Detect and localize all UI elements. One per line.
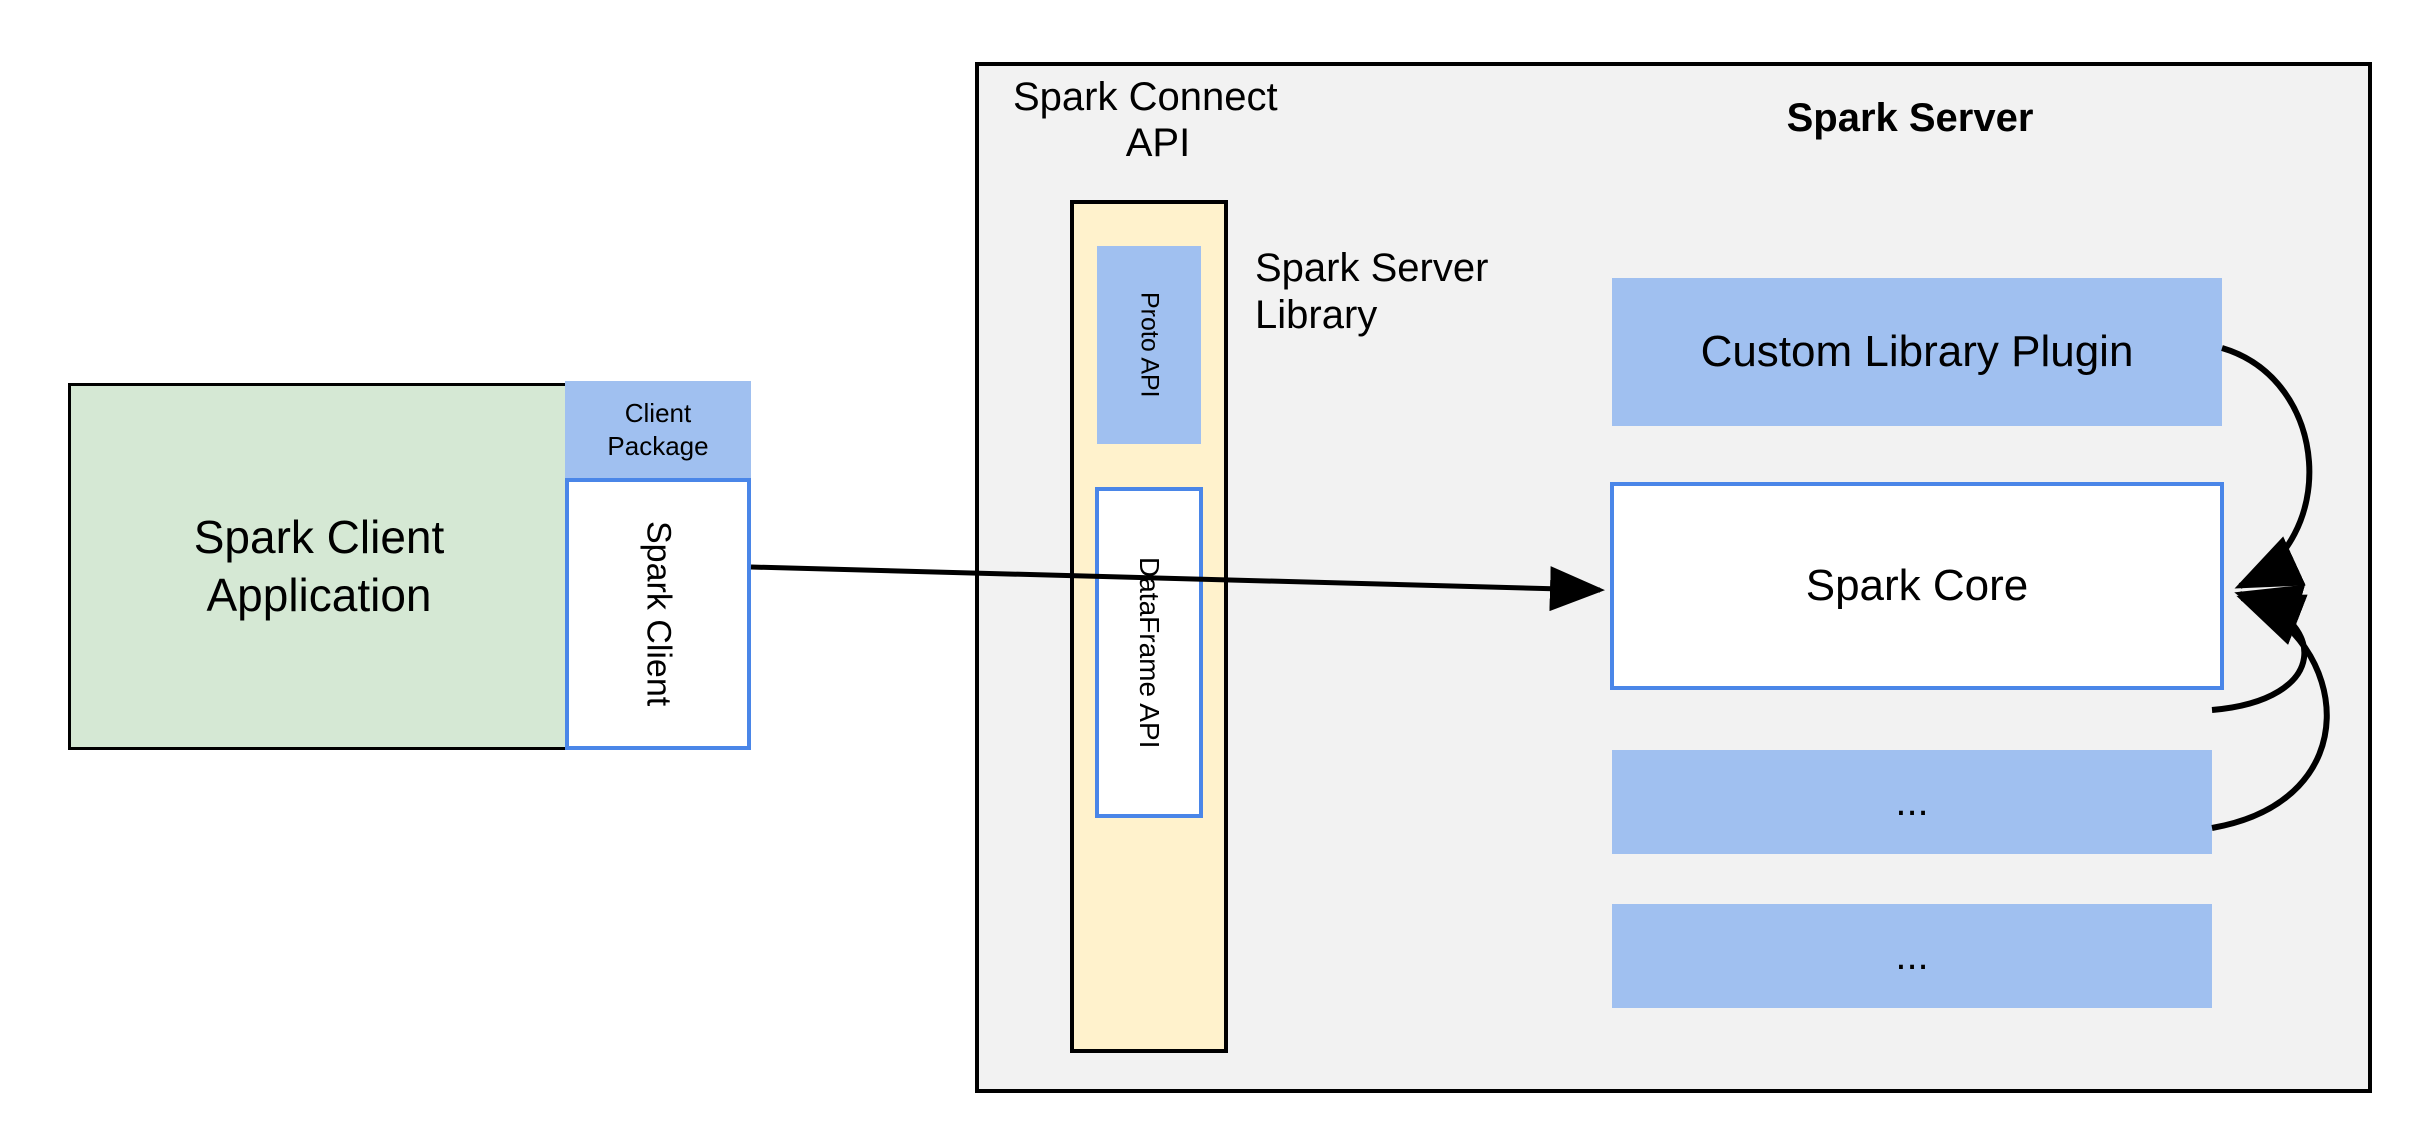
spark-server-title: Spark Server <box>1786 95 2034 140</box>
ellipsis-box-2-label: ... <box>1895 933 1929 978</box>
client-package-label: Client Package <box>607 397 708 462</box>
spark-connect-api-label-line1: Spark Connect <box>1013 75 1278 119</box>
spark-client-application-line1: Spark Client <box>193 511 445 563</box>
spark-client-application-line2: Application <box>206 568 432 621</box>
ellipsis-box-2: ... <box>1612 904 2212 1008</box>
spark-connect-api-label: Spark Connect API <box>1013 68 1303 165</box>
spark-server-library-label-line1: Spark Server <box>1255 246 1489 290</box>
proto-api-box: Proto API <box>1097 246 1201 444</box>
client-package-line1: Client <box>624 398 692 428</box>
dataframe-api-label: DataFrame API <box>1134 556 1165 749</box>
spark-client-box: Spark Client <box>565 478 751 750</box>
custom-library-plugin-label: Custom Library Plugin <box>1700 327 2134 376</box>
client-package-box: Client Package <box>565 381 751 478</box>
client-package-line2: Package <box>607 430 709 461</box>
spark-server-library-label-line2: Library <box>1255 293 1378 338</box>
spark-core-box: Spark Core <box>1610 482 2224 690</box>
custom-library-plugin-box: Custom Library Plugin <box>1612 278 2222 426</box>
spark-client-application-label: Spark Client Application <box>194 509 445 624</box>
spark-client-label: Spark Client <box>639 521 678 707</box>
dataframe-api-box: DataFrame API <box>1095 487 1203 818</box>
spark-core-label: Spark Core <box>1805 561 2029 610</box>
spark-connect-api-label-line2: API <box>1125 121 1191 165</box>
ellipsis-box-1-label: ... <box>1895 779 1929 824</box>
spark-client-application-box: Spark Client Application <box>68 383 570 750</box>
proto-api-label: Proto API <box>1135 292 1164 398</box>
spark-server-library-label: Spark Server Library <box>1255 245 1555 337</box>
ellipsis-box-1: ... <box>1612 750 2212 854</box>
